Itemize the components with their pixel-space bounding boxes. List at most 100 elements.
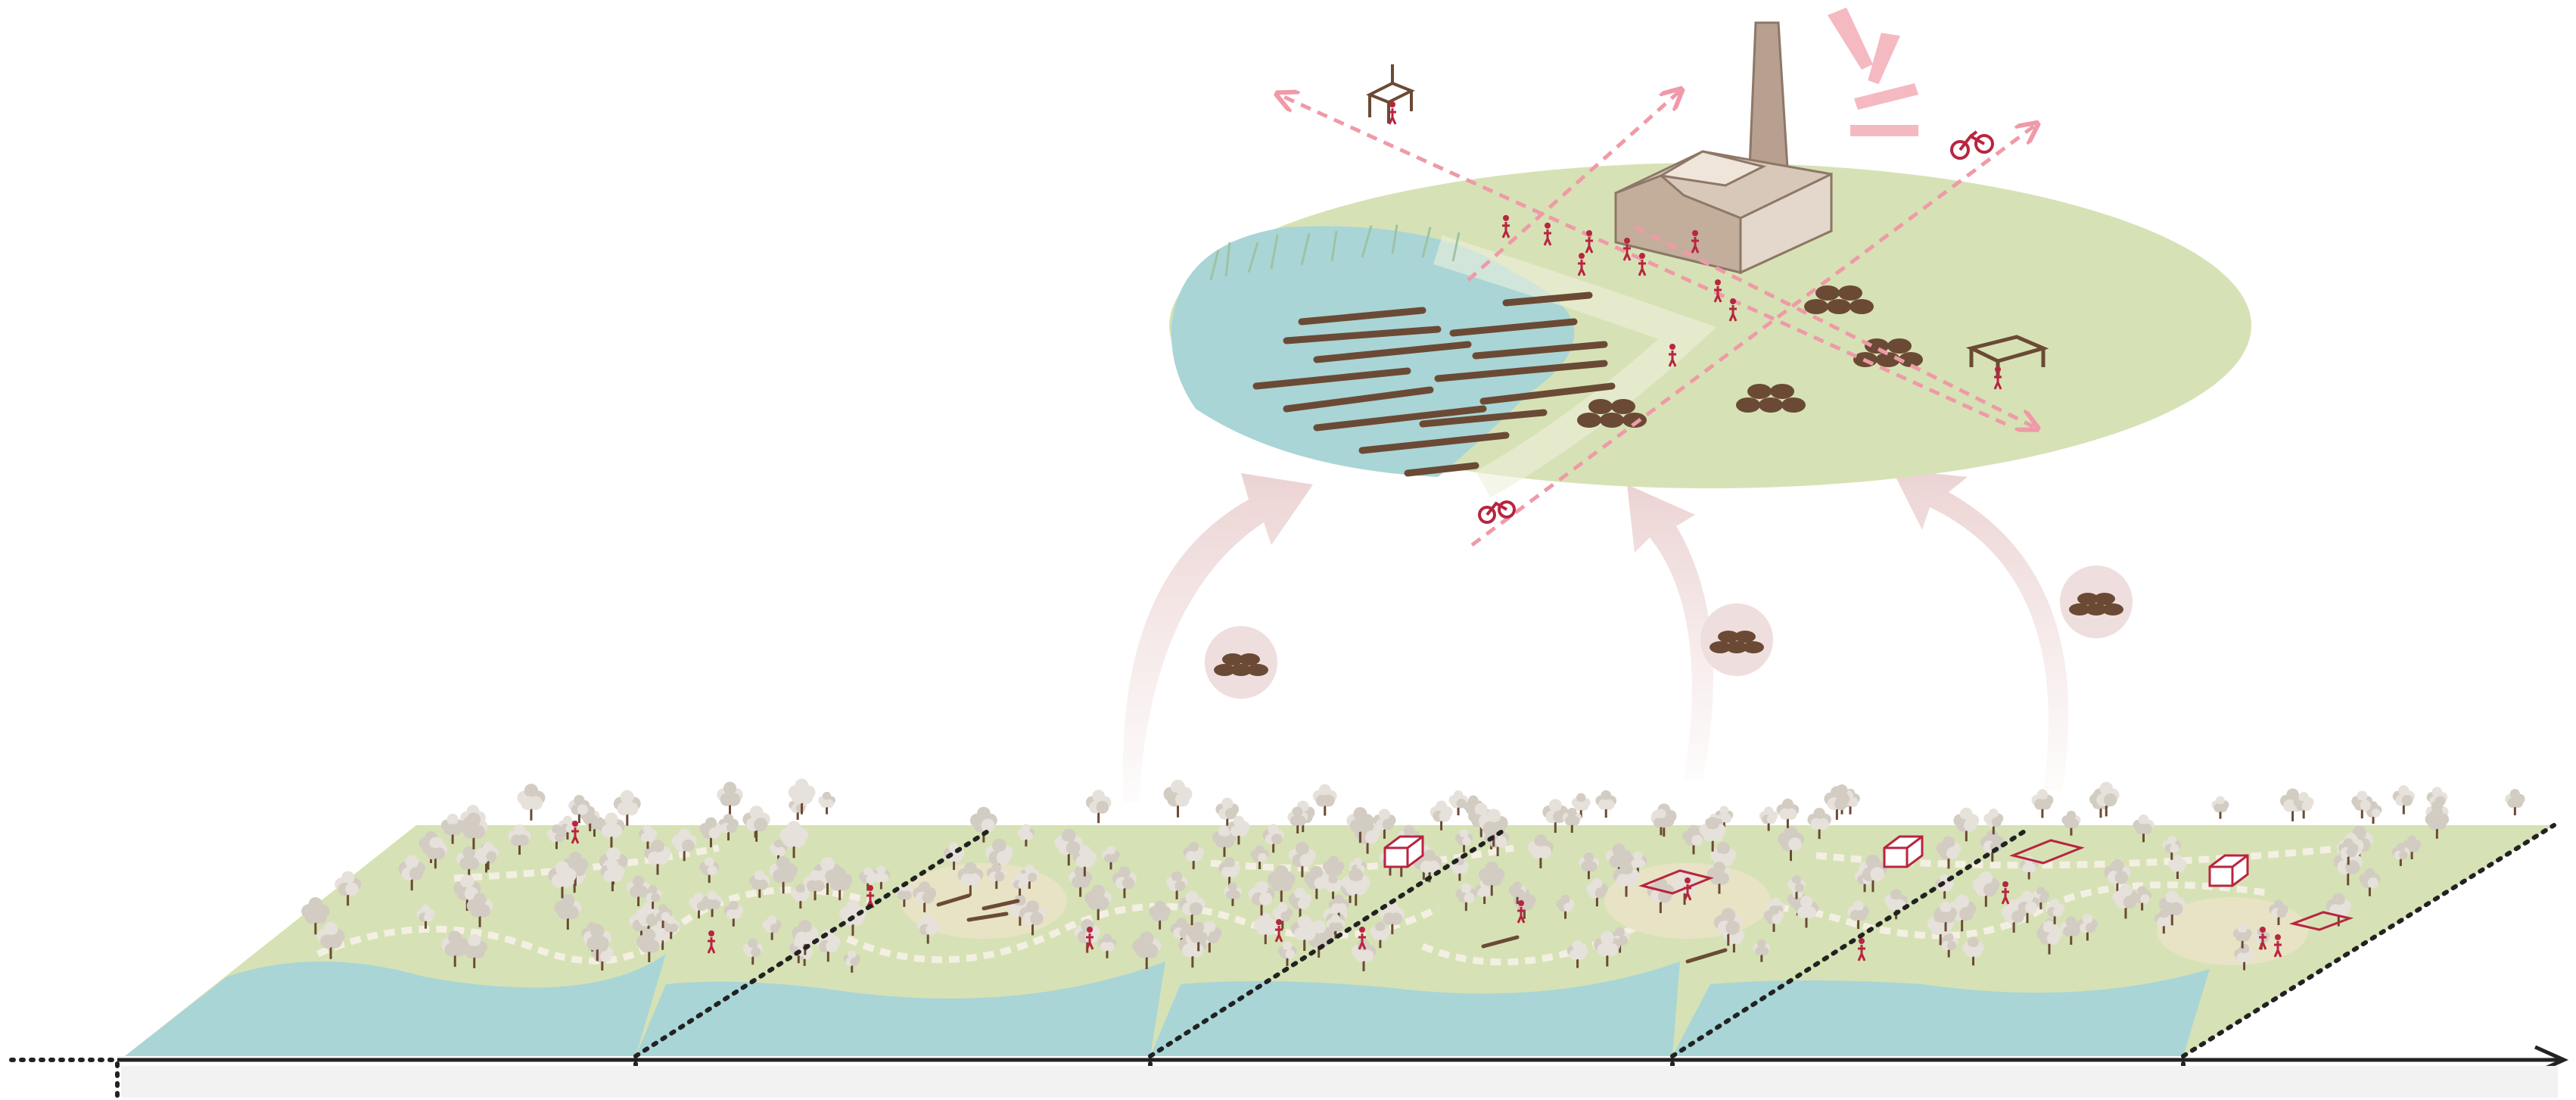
tree-icon — [2036, 921, 2062, 955]
tree-icon — [2133, 814, 2154, 843]
tree-icon — [1019, 900, 1047, 936]
tree-icon — [334, 871, 362, 906]
tree-icon — [788, 778, 816, 815]
tree-icon — [1776, 798, 1800, 828]
tree-icon — [2031, 789, 2054, 818]
tree-icon — [858, 867, 877, 891]
reeds — [1209, 224, 1461, 281]
tree-icon — [969, 806, 997, 843]
person-icon — [1388, 101, 1397, 125]
tree-icon — [2425, 807, 2450, 839]
tree-icon — [568, 794, 590, 824]
tree-icon — [985, 838, 1013, 876]
tree-icon — [1455, 883, 1477, 911]
tree-icon — [1132, 931, 1162, 970]
person-icon — [707, 930, 716, 954]
person-icon — [1585, 230, 1594, 254]
tree-icon — [1084, 884, 1112, 921]
person-icon — [1543, 223, 1552, 246]
tree-icon — [461, 933, 487, 968]
tree-icon — [2112, 883, 2139, 919]
tree-icon — [2403, 835, 2422, 859]
tree-icon — [1272, 902, 1293, 930]
tree-icon — [791, 883, 810, 909]
tree-icon — [1112, 866, 1137, 899]
tree-icon — [1304, 865, 1330, 899]
tree-icon — [1346, 807, 1374, 843]
tree-icon — [2326, 893, 2351, 927]
greenhouse-icon — [1383, 835, 1424, 868]
tree-icon — [547, 824, 566, 849]
tree-icon — [453, 874, 481, 911]
tree-icon — [1934, 902, 1957, 932]
tree-icon — [749, 870, 770, 898]
tree-icon — [699, 857, 720, 883]
tree-icon — [1262, 824, 1285, 853]
tree-icon — [1417, 849, 1442, 883]
tree-icon — [1556, 894, 1575, 919]
tree-icon — [803, 870, 827, 901]
tree-icon — [459, 812, 488, 849]
tree-icon — [1178, 890, 1206, 926]
tree-icon — [441, 930, 469, 968]
person-icon — [1683, 877, 1692, 901]
factory-icon — [1614, 21, 1833, 275]
tree-icon — [1777, 825, 1805, 862]
person-icon — [1517, 900, 1526, 924]
tree-icon — [1948, 894, 1977, 932]
tree-icon — [456, 846, 482, 880]
tree-icon — [1289, 842, 1316, 877]
divider-3 — [1670, 827, 2030, 1058]
tree-icon — [2060, 916, 2083, 945]
divider-4 — [2181, 823, 2556, 1058]
person-icon — [2273, 934, 2282, 958]
log-badge-icon — [2060, 566, 2133, 638]
tree-icon — [2014, 890, 2040, 924]
tree-icon — [1566, 940, 1588, 968]
tree-icon — [986, 862, 1006, 890]
tree-icon — [2001, 899, 2027, 933]
tree-icon — [2104, 858, 2131, 895]
flow-arrow-1 — [1122, 473, 1313, 802]
tree-icon — [818, 791, 835, 815]
tree-icon — [653, 903, 673, 928]
person-icon — [1358, 927, 1367, 950]
tree-icon — [1324, 874, 1342, 899]
tree-icon — [1562, 807, 1582, 834]
tree-icon — [466, 893, 493, 927]
chair-icon — [1366, 64, 1415, 123]
tree-icon — [554, 893, 582, 930]
tree-icon — [1807, 808, 1831, 840]
divider-2 — [1148, 827, 1508, 1058]
person-icon — [1638, 253, 1647, 276]
route-cart — [1470, 125, 2036, 547]
tree-icon — [1571, 793, 1591, 818]
tree-icon — [1163, 779, 1193, 818]
person-icon — [1713, 279, 1722, 303]
person-icon — [2258, 927, 2267, 950]
floating-logs — [1252, 291, 1616, 477]
tree-icon — [1759, 806, 1778, 831]
tree-icon — [769, 856, 798, 894]
tree-icon — [1010, 872, 1029, 896]
tree-icon — [723, 900, 744, 927]
tree-icon — [1884, 889, 1908, 920]
tree-icon — [718, 813, 739, 841]
tree-icon — [1450, 856, 1470, 881]
pond-shore — [1433, 235, 1716, 498]
tree-icon — [2211, 796, 2229, 819]
tree-icon — [1794, 896, 1819, 928]
tree-icon — [598, 812, 625, 848]
tree-icon — [1277, 941, 1297, 966]
divider-1 — [633, 827, 994, 1058]
tree-icon — [1448, 790, 1468, 815]
tree-icon — [2392, 785, 2415, 815]
tree-icon — [423, 837, 448, 869]
tree-icon — [600, 858, 625, 892]
route-chair — [1279, 95, 2007, 426]
person-icon — [1577, 253, 1586, 276]
tree-icon — [770, 839, 787, 862]
tree-icon — [2158, 890, 2186, 926]
cart-icon — [1478, 500, 1516, 524]
